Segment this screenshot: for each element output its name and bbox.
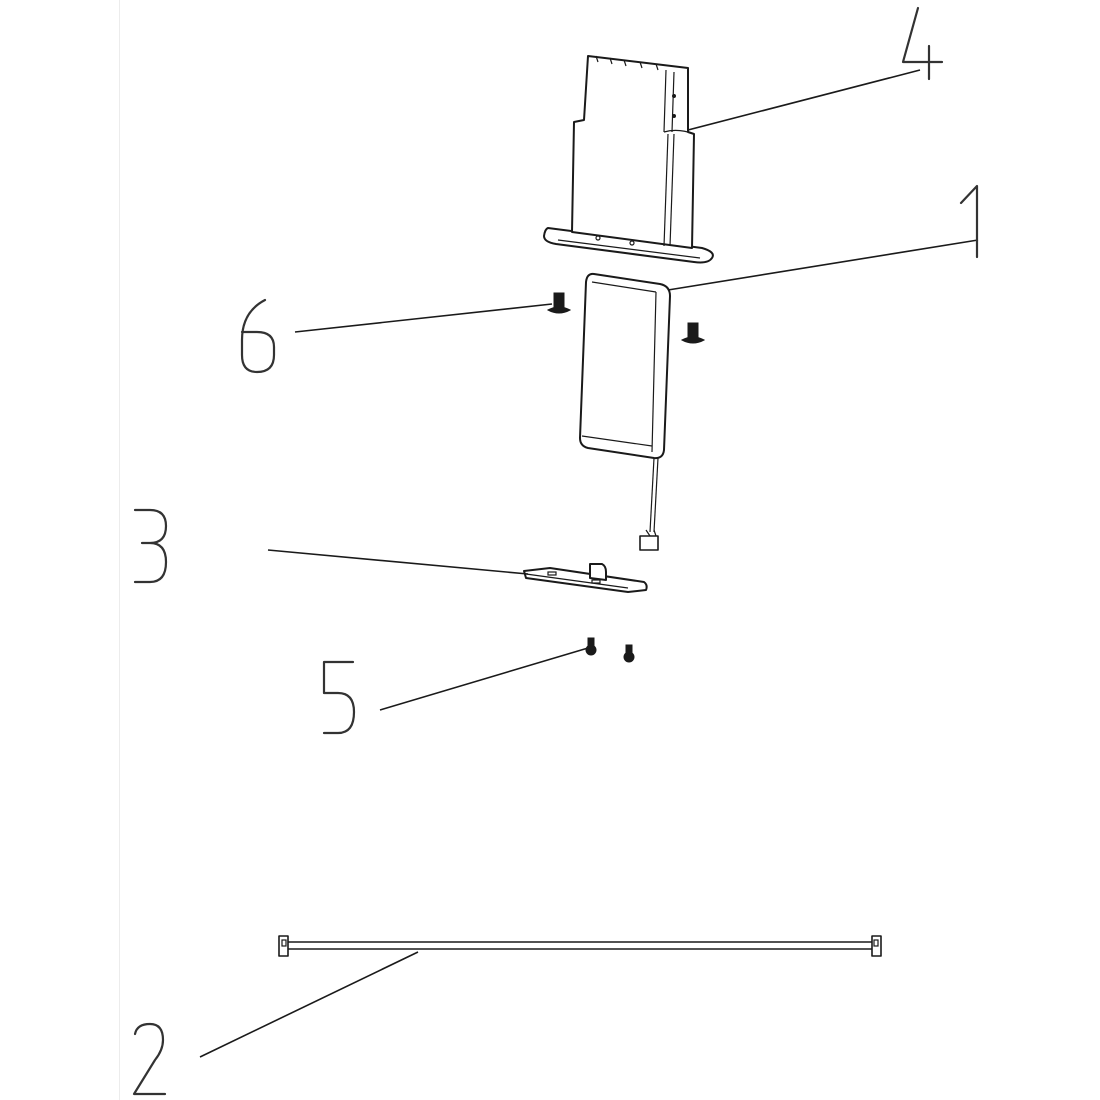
part-3-mounting-plate	[523, 563, 648, 593]
leader-4	[687, 69, 921, 131]
part-2-cable	[278, 935, 882, 957]
frame-border-line	[119, 0, 120, 1100]
screw-icon	[585, 637, 597, 656]
part-1-battery-pack	[579, 272, 671, 551]
leader-1	[667, 239, 979, 291]
leader-6	[294, 303, 553, 333]
callout-6-label	[240, 298, 276, 374]
callout-2-label	[132, 1022, 167, 1096]
callout-1-label	[959, 184, 979, 259]
callout-4-label	[901, 6, 944, 81]
callout-5-label	[322, 660, 356, 735]
screw-icon	[623, 644, 635, 663]
screw-icon	[546, 292, 572, 314]
leader-3	[267, 549, 529, 575]
leader-2	[199, 951, 419, 1058]
callout-3-label	[133, 508, 168, 584]
leader-5	[379, 647, 589, 711]
screw-icon	[680, 322, 706, 344]
part-5-screws	[585, 637, 635, 663]
part-6-screws	[546, 292, 706, 344]
leader-lines	[199, 69, 979, 1058]
part-4-housing	[543, 55, 714, 264]
